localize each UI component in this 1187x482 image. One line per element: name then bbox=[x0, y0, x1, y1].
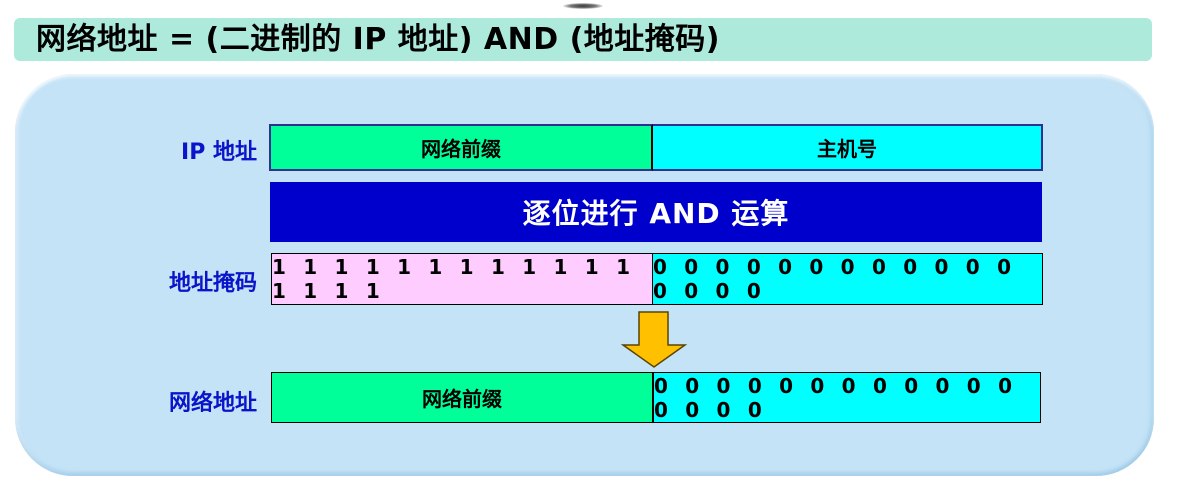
and-operation-bar: 逐位进行 AND 运算 bbox=[270, 182, 1042, 242]
result-zeros-cell: 0 0 0 0 0 0 0 0 0 0 0 0 0 0 0 0 bbox=[654, 372, 1041, 423]
mask-ones-cell: 1 1 1 1 1 1 1 1 1 1 1 1 1 1 1 1 bbox=[271, 253, 653, 305]
title-bar bbox=[14, 18, 1152, 61]
page-title: 网络地址 = (二进制的 IP 地址) AND (地址掩码) bbox=[36, 22, 721, 57]
ip-address-label: IP 地址 bbox=[181, 140, 257, 165]
ip-host-number-cell: 主机号 bbox=[653, 124, 1043, 171]
result-network-prefix-cell: 网络前缀 bbox=[271, 372, 654, 423]
mask-zeros-cell: 0 0 0 0 0 0 0 0 0 0 0 0 0 0 0 0 bbox=[653, 253, 1043, 305]
top-smudge bbox=[563, 3, 603, 9]
ip-network-prefix-cell: 网络前缀 bbox=[269, 124, 653, 171]
network-address-label: 网络地址 bbox=[168, 391, 257, 416]
down-arrow-icon bbox=[621, 311, 687, 368]
address-mask-label: 地址掩码 bbox=[168, 271, 257, 296]
